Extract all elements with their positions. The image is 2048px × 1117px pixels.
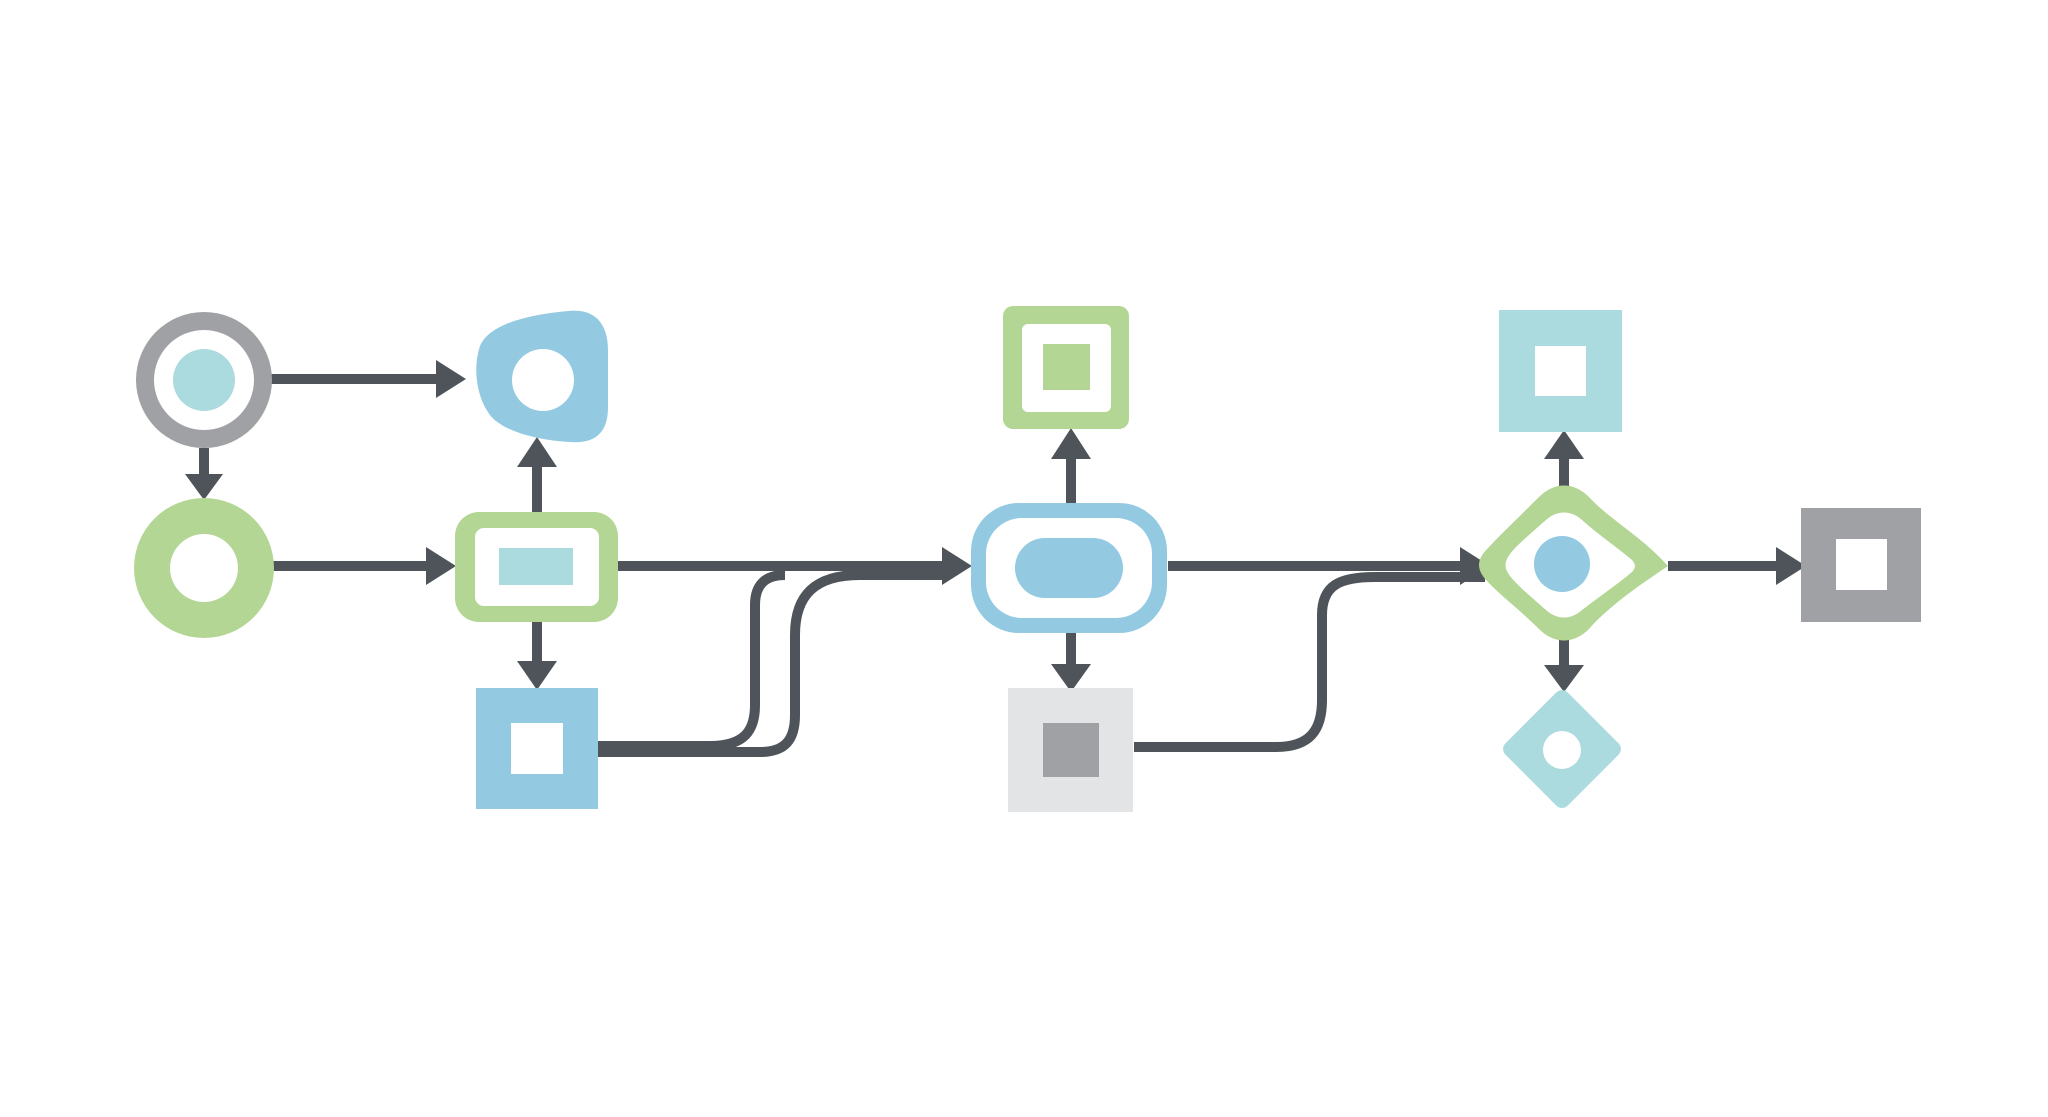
connector-square-to-pill-a bbox=[598, 570, 786, 751]
connector-gray-square-to-diamond bbox=[1134, 572, 1485, 752]
green-box-core bbox=[1043, 344, 1090, 390]
arrowheads bbox=[185, 360, 1806, 692]
arrowhead-down bbox=[1544, 665, 1584, 692]
node-teal-diamond bbox=[1503, 690, 1621, 808]
arrowhead-down bbox=[517, 661, 557, 690]
gray-core bbox=[1043, 723, 1099, 777]
arrowhead-right bbox=[942, 547, 972, 585]
connectors bbox=[199, 374, 1783, 757]
node-end-square bbox=[1801, 508, 1921, 622]
green-ring-hole bbox=[170, 534, 238, 602]
blob-hole bbox=[512, 349, 574, 411]
node-green-diamond bbox=[1479, 485, 1668, 641]
teal-diamond-hole bbox=[1543, 731, 1581, 769]
node-blue-square bbox=[476, 688, 598, 809]
node-gray-square bbox=[1008, 688, 1133, 812]
teal-square-hole bbox=[1535, 346, 1586, 396]
arrowhead-right bbox=[1776, 547, 1806, 585]
gray-square-hole bbox=[1836, 539, 1887, 590]
arrowhead-right bbox=[1460, 547, 1490, 585]
blue-pill bbox=[1015, 538, 1123, 598]
node-blue-pill bbox=[971, 503, 1167, 633]
blue-square-hole bbox=[511, 723, 563, 774]
node-blue-blob bbox=[476, 310, 608, 443]
arrowhead-up bbox=[517, 437, 557, 467]
node-green-ring bbox=[134, 498, 274, 638]
arrowhead-up bbox=[1544, 430, 1584, 459]
teal-bar bbox=[499, 548, 573, 585]
blue-dot bbox=[1534, 536, 1590, 592]
node-start-ring bbox=[136, 312, 272, 448]
arrowhead-right bbox=[426, 547, 456, 585]
node-teal-square bbox=[1499, 310, 1622, 432]
arrowhead-up bbox=[1051, 428, 1091, 459]
arrowhead-down bbox=[185, 474, 223, 500]
arrowhead-right bbox=[436, 360, 466, 398]
connector-square-to-pill-b bbox=[598, 570, 944, 757]
node-green-card bbox=[455, 512, 618, 622]
node-green-box bbox=[1003, 306, 1129, 429]
arrowhead-down bbox=[1051, 664, 1091, 692]
teal-dot bbox=[173, 349, 235, 411]
